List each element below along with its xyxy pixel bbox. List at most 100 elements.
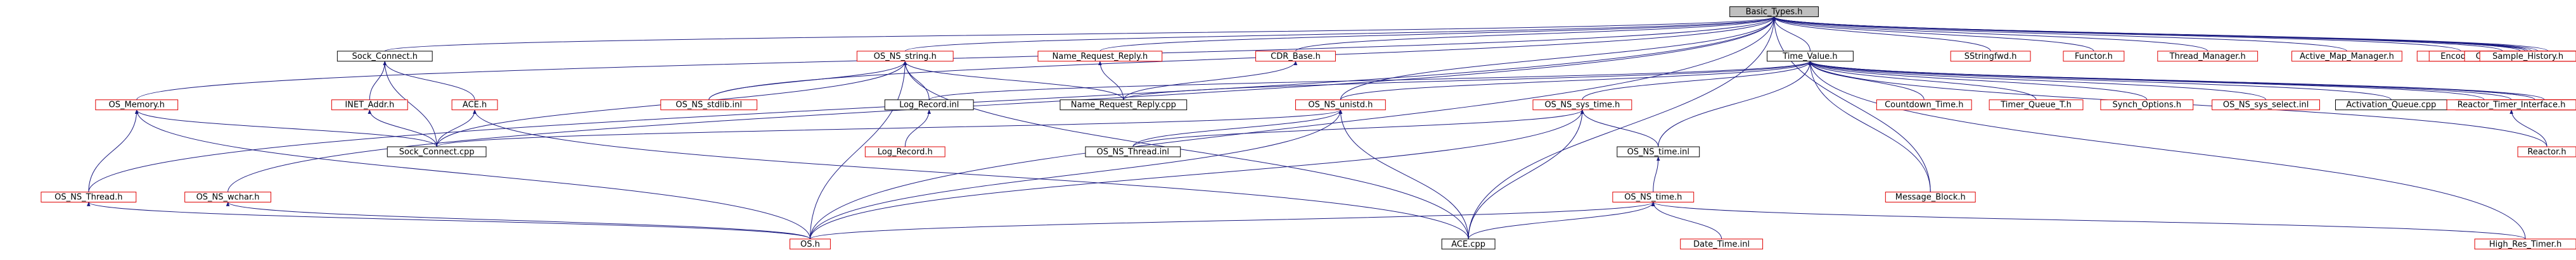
node-sock-connect-cpp[interactable]: Sock_Connect.cpp	[387, 146, 487, 158]
node-box	[1767, 51, 1854, 62]
node-box	[2100, 99, 2194, 111]
edge-os_h-to-os_ns_wchar_h	[226, 201, 811, 240]
node-box	[789, 238, 831, 250]
node-os-ns-thread-h[interactable]: OS_NS_Thread.h	[41, 192, 137, 203]
node-thread-manager-h[interactable]: Thread_Manager.h	[2157, 51, 2259, 62]
edge-ace_cpp-to-os_ns_unistd_h	[1338, 109, 1469, 239]
node-os-ns-sys-time-h[interactable]: OS_NS_sys_time.h	[1532, 99, 1632, 111]
edge-os_h-to-os_ns_sys_time_h	[809, 109, 1584, 239]
edge-os_h-to-os_ns_unistd_h	[809, 109, 1343, 239]
node-box	[1295, 99, 1386, 111]
node-box	[856, 51, 954, 62]
node-os-ns-time-inl[interactable]: OS_NS_time.inl	[1617, 146, 1700, 158]
node-box	[184, 192, 271, 203]
node-os-ns-wchar-h[interactable]: OS_NS_wchar.h	[184, 192, 271, 203]
node-sstringfwd-h[interactable]: SStringfwd.h	[1950, 51, 2031, 62]
node-label: Reactor_Timer_Interface.h	[2457, 101, 2566, 110]
node-box	[2291, 51, 2402, 62]
node-box	[387, 146, 487, 158]
edge-high_res_timer_h-to-time_value_h	[1808, 61, 2526, 239]
edge-synch_options_h-to-time_value_h	[1808, 61, 2148, 100]
node-label: High_Res_Timer.h	[2489, 240, 2561, 249]
edge-sock_connect_cpp-to-os_ns_unistd_h	[436, 109, 1342, 147]
edge-os_ns_wchar_h-to-basic_types_h	[227, 16, 1776, 192]
edge-time_value_h-to-basic_types_h	[1772, 16, 1810, 51]
node-box	[1950, 51, 2031, 62]
node-label: Basic_Types.h	[1746, 8, 1803, 17]
edge-os_ns_thread_inl-to-os_ns_unistd_h	[1132, 109, 1343, 147]
edge-os_ns_unistd_h-to-basic_types_h	[1340, 16, 1776, 100]
node-label: Functor.h	[2075, 52, 2113, 61]
edge-log_record_h-to-log_record_inl	[904, 109, 931, 147]
edge-name_request_reply_cpp-to-name_request_reply_h	[1098, 61, 1124, 100]
edge-activation_queue_cpp-to-time_value_h	[1808, 61, 2392, 101]
edge-high_res_timer_h-to-os_ns_time_h	[1651, 201, 2526, 240]
edge-countdown_time_h-to-time_value_h	[1808, 61, 1925, 100]
edge-os_ns_unistd_h-to-time_value_h	[1340, 61, 1812, 101]
edge-os_h-to-os_ns_thread_h	[87, 201, 811, 240]
node-message-block-h[interactable]: Message_Block.h	[1885, 192, 1976, 203]
node-label: Timer_Queue_T.h	[2000, 101, 2072, 110]
edge-date_time_inl-to-os_ns_time_h	[1651, 201, 1722, 239]
node-date-time-inl[interactable]: Date_Time.inl	[1680, 238, 1764, 250]
node-os-memory-h[interactable]: OS_Memory.h	[95, 99, 179, 111]
node-os-ns-time-h[interactable]: OS_NS_time.h	[1612, 192, 1695, 203]
node-box	[864, 146, 945, 158]
node-os-h[interactable]: OS.h	[789, 238, 831, 250]
edge-os_ns_time_inl-to-time_value_h	[1658, 61, 1812, 147]
node-label: Reactor.h	[2527, 147, 2566, 157]
node-label: Name_Request_Reply.h	[1053, 52, 1148, 61]
node-cdr-base-h[interactable]: CDR_Base.h	[1255, 51, 1336, 62]
edge-token_inl-to-time_value_h	[1808, 61, 2485, 101]
node-box	[2446, 99, 2576, 111]
node-box	[1885, 192, 1976, 203]
edge-ace_cpp-to-os_ns_time_h	[1468, 201, 1655, 240]
node-functor-h[interactable]: Functor.h	[2063, 51, 2125, 62]
node-os-ns-string-h[interactable]: OS_NS_string.h	[856, 51, 954, 62]
node-box	[2157, 51, 2259, 62]
node-box	[884, 99, 974, 111]
node-os-ns-sys-select-inl[interactable]: OS_NS_sys_select.inl	[2212, 99, 2320, 111]
edge-reactor_timer_interface_h-to-time_value_h	[1808, 61, 2512, 101]
edge-name_request_reply_cpp-to-time_value_h	[1123, 61, 1812, 101]
node-synch-options-h[interactable]: Synch_Options.h	[2100, 99, 2194, 111]
node-label: OS_NS_time.inl	[1627, 147, 1689, 157]
edge-sock_connect_cpp-to-inet_addr_h	[368, 109, 437, 147]
node-ace-cpp[interactable]: ACE.cpp	[1441, 238, 1496, 250]
node-ace-h[interactable]: ACE.h	[451, 99, 498, 111]
edge-ace_cpp-to-os_ns_string_h	[903, 61, 1469, 239]
node-label: Activation_Queue.cpp	[2346, 101, 2436, 110]
node-activation-queue-cpp[interactable]: Activation_Queue.cpp	[2335, 99, 2447, 111]
node-log-record-h[interactable]: Log_Record.h	[864, 146, 945, 158]
node-countdown-time-h[interactable]: Countdown_Time.h	[1876, 99, 1972, 111]
edge-ace_cpp-to-os_ns_sys_time_h	[1468, 109, 1584, 239]
edge-os_ns_poll_inl-to-time_value_h	[1808, 61, 2535, 101]
node-label: Countdown_Time.h	[1885, 101, 1963, 110]
node-time-value-h[interactable]: Time_Value.h	[1767, 51, 1854, 62]
node-reactor-timer-interface-h[interactable]: Reactor_Timer_Interface.h	[2446, 99, 2576, 111]
edge-log_record_inl-to-os_ns_string_h	[903, 61, 930, 100]
node-sample-history-h[interactable]: Sample_History.h	[2479, 51, 2576, 62]
edge-sock_connect_h-to-basic_types_h	[384, 16, 1776, 52]
node-reactor-h[interactable]: Reactor.h	[2517, 146, 2576, 158]
node-log-record-inl[interactable]: Log_Record.inl	[884, 99, 974, 111]
node-inet-addr-h[interactable]: INET_Addr.h	[331, 99, 408, 111]
node-timer-queue-t-h[interactable]: Timer_Queue_T.h	[1989, 99, 2084, 111]
edge-reactor_h-to-reactor_timer_interface_h	[2509, 109, 2547, 147]
node-sock-connect-h[interactable]: Sock_Connect.h	[336, 51, 433, 62]
node-label: Message_Block.h	[1895, 193, 1966, 202]
node-active-map-manager-h[interactable]: Active_Map_Manager.h	[2291, 51, 2402, 62]
node-os-ns-unistd-h[interactable]: OS_NS_unistd.h	[1295, 99, 1386, 111]
node-os-ns-thread-inl[interactable]: OS_NS_Thread.inl	[1085, 146, 1181, 158]
node-os-ns-stdlib-inl[interactable]: OS_NS_stdlib.inl	[660, 99, 758, 111]
node-name-request-reply-h[interactable]: Name_Request_Reply.h	[1037, 51, 1163, 62]
node-label: OS_NS_sys_time.h	[1544, 101, 1620, 110]
edge-active_map_manager_h-to-basic_types_h	[1772, 16, 2347, 52]
node-high-res-timer-h[interactable]: High_Res_Timer.h	[2474, 238, 2576, 250]
edge-os_ns_time_h-to-os_ns_time_inl	[1653, 156, 1660, 192]
edge-message_block_h-to-time_value_h	[1808, 61, 1931, 192]
node-basic-types-h[interactable]: Basic_Types.h	[1729, 6, 1819, 18]
node-name-request-reply-cpp[interactable]: Name_Request_Reply.cpp	[1060, 99, 1188, 111]
